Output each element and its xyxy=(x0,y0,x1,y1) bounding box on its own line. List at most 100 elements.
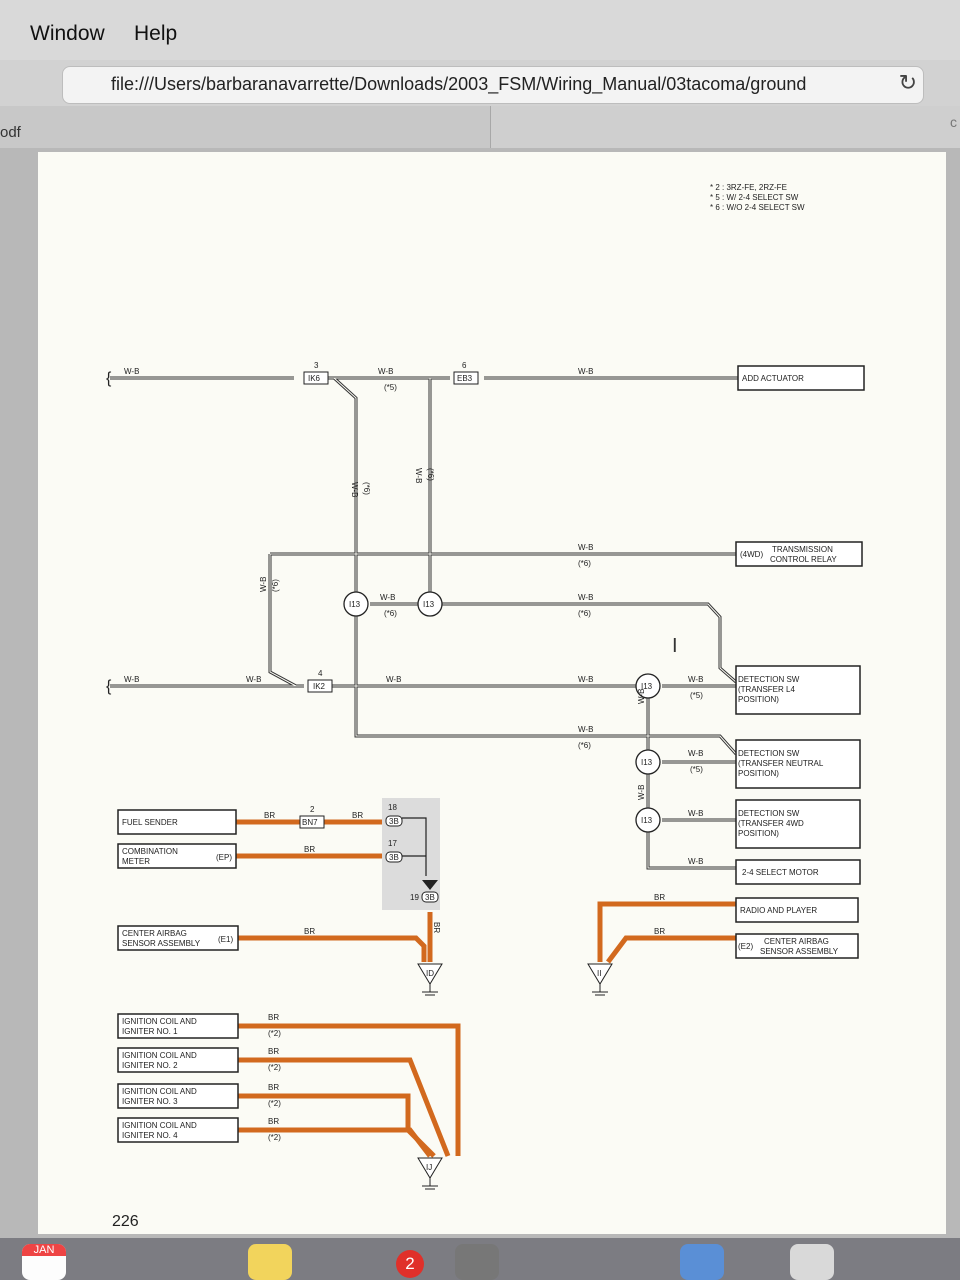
svg-text:(*5): (*5) xyxy=(384,383,397,392)
svg-text:POSITION): POSITION) xyxy=(738,829,779,838)
svg-text:BR: BR xyxy=(304,845,315,854)
svg-text:W-B: W-B xyxy=(688,749,703,758)
svg-text:ADD ACTUATOR: ADD ACTUATOR xyxy=(742,374,804,383)
component-ignition-coil-1: IGNITION COIL AND IGNITER NO. 1 xyxy=(117,1013,239,1039)
svg-text:(*2): (*2) xyxy=(268,1099,281,1108)
wire-wb xyxy=(268,554,297,688)
mail-icon[interactable] xyxy=(680,1244,724,1280)
svg-text:W-B: W-B xyxy=(259,577,268,592)
menu-help[interactable]: Help xyxy=(134,22,178,45)
svg-text:(E1): (E1) xyxy=(218,935,233,944)
svg-text:IK6: IK6 xyxy=(308,374,321,383)
svg-text:W-B: W-B xyxy=(386,675,401,684)
wiring-diagram: * 2 : 3RZ-FE, 2RZ-FE * 5 : W/ 2-4 SELECT… xyxy=(106,183,865,1230)
svg-text:II: II xyxy=(597,969,601,978)
system-preferences-icon[interactable] xyxy=(455,1244,499,1280)
page-number: 226 xyxy=(112,1213,139,1230)
svg-text:(*2): (*2) xyxy=(268,1133,281,1142)
svg-text:I13: I13 xyxy=(423,600,435,609)
svg-text:BR: BR xyxy=(268,1117,279,1126)
svg-text:(*6): (*6) xyxy=(384,609,397,618)
tab-label-right: c xyxy=(950,114,957,130)
svg-text:BR: BR xyxy=(654,893,665,902)
component-airbag-left: CENTER AIRBAG SENSOR ASSEMBLY (E1) xyxy=(117,925,239,951)
reload-icon[interactable]: ↻ xyxy=(898,70,917,95)
svg-text:(EP): (EP) xyxy=(216,853,232,862)
svg-text:IGNITER NO. 3: IGNITER NO. 3 xyxy=(122,1097,178,1106)
svg-text:W-B: W-B xyxy=(637,689,646,704)
junction-i13: I13 xyxy=(417,591,443,617)
component-select-motor: 2-4 SELECT MOTOR xyxy=(735,859,861,885)
svg-text:IK2: IK2 xyxy=(313,682,326,691)
svg-text:(*6): (*6) xyxy=(578,559,591,568)
svg-text:POSITION): POSITION) xyxy=(738,695,779,704)
svg-text:17: 17 xyxy=(388,839,397,848)
svg-text:W-B: W-B xyxy=(578,725,593,734)
junction-i13: I13 xyxy=(635,807,661,833)
svg-text:CONTROL RELAY: CONTROL RELAY xyxy=(770,555,837,564)
pdf-viewer[interactable]: * 2 : 3RZ-FE, 2RZ-FE * 5 : W/ 2-4 SELECT… xyxy=(0,148,960,1238)
svg-text:W-B: W-B xyxy=(578,367,593,376)
svg-text:FUEL SENDER: FUEL SENDER xyxy=(122,818,178,827)
svg-text:3B: 3B xyxy=(389,853,399,862)
svg-text:IGNITION COIL AND: IGNITION COIL AND xyxy=(122,1087,197,1096)
notes-icon[interactable] xyxy=(248,1244,292,1280)
svg-text:(*6): (*6) xyxy=(578,609,591,618)
stamp-icon[interactable] xyxy=(790,1244,834,1280)
svg-text:IGNITION COIL AND: IGNITION COIL AND xyxy=(122,1017,197,1026)
calendar-icon[interactable]: JAN xyxy=(22,1244,66,1280)
svg-text:W-B: W-B xyxy=(578,675,593,684)
connector-eb3: EB3 6 xyxy=(453,361,479,385)
menu-bar: Window Help xyxy=(0,0,960,61)
svg-text:2: 2 xyxy=(310,805,315,814)
junction-link xyxy=(402,817,427,876)
svg-text:W-B: W-B xyxy=(688,809,703,818)
svg-text:I13: I13 xyxy=(641,682,653,691)
svg-text:(TRANSFER 4WD: (TRANSFER 4WD xyxy=(738,819,804,828)
svg-text:W-B: W-B xyxy=(637,785,646,800)
svg-text:W-B: W-B xyxy=(350,482,359,497)
svg-text:W-B: W-B xyxy=(414,468,423,483)
svg-text:(E2): (E2) xyxy=(738,942,753,951)
svg-text:19: 19 xyxy=(410,893,419,902)
svg-text:(*5): (*5) xyxy=(690,691,703,700)
address-url[interactable]: file:///Users/barbaranavarrette/Download… xyxy=(111,74,807,94)
wb-wire-centers xyxy=(110,377,738,869)
svg-text:18: 18 xyxy=(388,803,397,812)
svg-text:W-B: W-B xyxy=(578,543,593,552)
svg-text:(4WD): (4WD) xyxy=(740,550,763,559)
dock: JAN xyxy=(0,1238,960,1280)
pdf-page: * 2 : 3RZ-FE, 2RZ-FE * 5 : W/ 2-4 SELECT… xyxy=(38,152,946,1234)
notification-badge: 2 xyxy=(396,1250,424,1278)
svg-text:SENSOR ASSEMBLY: SENSOR ASSEMBLY xyxy=(122,939,201,948)
svg-text:BR: BR xyxy=(268,1083,279,1092)
component-ignition-coil-4: IGNITION COIL AND IGNITER NO. 4 xyxy=(117,1117,239,1143)
svg-text:I13: I13 xyxy=(641,758,653,767)
tab-label: odf xyxy=(0,124,21,141)
svg-text:(*6): (*6) xyxy=(426,468,435,481)
svg-text:IGNITER NO. 4: IGNITER NO. 4 xyxy=(122,1131,178,1140)
component-ignition-coil-3: IGNITION COIL AND IGNITER NO. 3 xyxy=(117,1083,239,1109)
legend-line: * 5 : W/ 2-4 SELECT SW xyxy=(710,193,799,202)
svg-text:RADIO AND PLAYER: RADIO AND PLAYER xyxy=(740,906,817,915)
svg-text:IGNITER NO. 2: IGNITER NO. 2 xyxy=(122,1061,178,1070)
junction-i13: I13 xyxy=(635,673,661,699)
br-wires xyxy=(236,819,736,1158)
svg-text:W-B: W-B xyxy=(380,593,395,602)
svg-text:CENTER AIRBAG: CENTER AIRBAG xyxy=(122,929,187,938)
svg-text:(*5): (*5) xyxy=(690,765,703,774)
svg-text:(*6): (*6) xyxy=(362,482,371,495)
component-detection-sw-l4: DETECTION SW (TRANSFER L4 POSITION) xyxy=(735,665,861,715)
ground-ii-icon: II xyxy=(587,963,613,996)
svg-text:DETECTION SW: DETECTION SW xyxy=(738,749,800,758)
svg-text:2-4 SELECT MOTOR: 2-4 SELECT MOTOR xyxy=(742,868,819,877)
svg-text:IGNITION COIL AND: IGNITION COIL AND xyxy=(122,1051,197,1060)
tab-pdf[interactable]: odf xyxy=(0,106,491,148)
component-airbag-right: (E2) CENTER AIRBAG SENSOR ASSEMBLY xyxy=(735,933,859,959)
svg-text:IJ: IJ xyxy=(426,1163,432,1172)
svg-text:4: 4 xyxy=(318,669,323,678)
address-bar[interactable]: file:///Users/barbaranavarrette/Download… xyxy=(62,66,924,104)
connector-bn7: BN7 2 xyxy=(299,805,325,829)
menu-window[interactable]: Window xyxy=(30,22,105,45)
svg-text:(*6): (*6) xyxy=(271,579,280,592)
